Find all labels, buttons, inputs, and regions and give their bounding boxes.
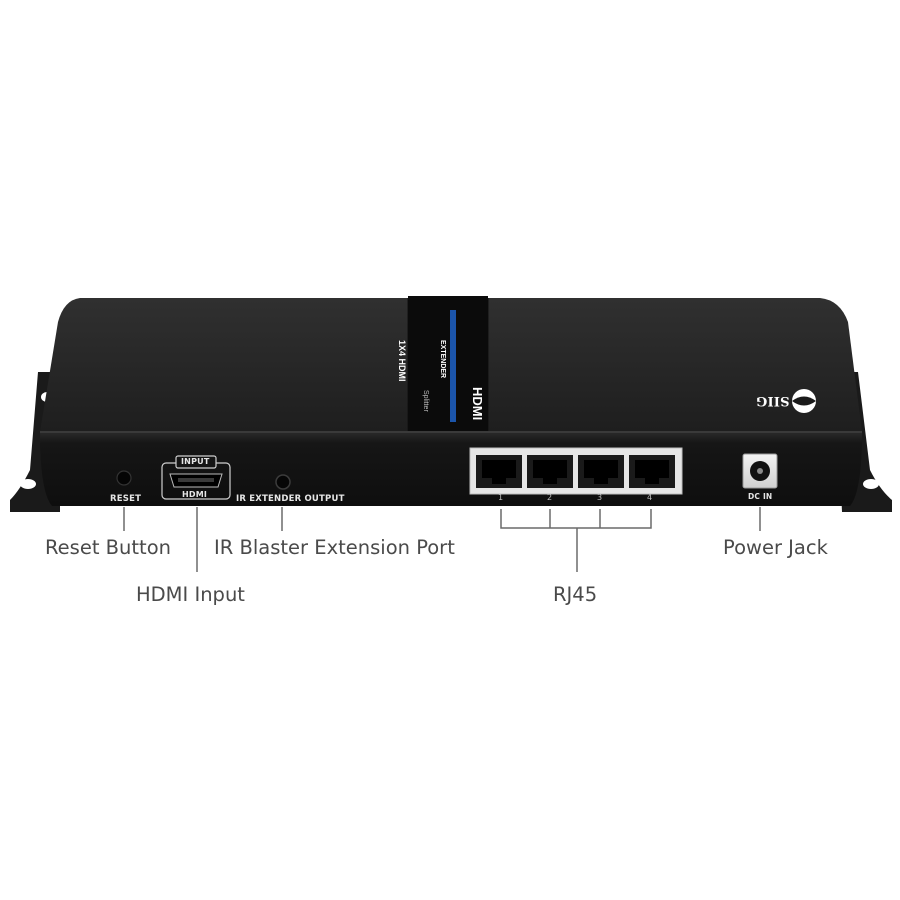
brand-logo-text: SIIG xyxy=(756,393,790,408)
hdmi-label: HDMI xyxy=(182,490,208,499)
input-label: INPUT xyxy=(181,457,210,466)
ir-extender-port xyxy=(275,474,291,490)
badge-subtitle: EXTENDER xyxy=(439,340,446,379)
rj45-port-block xyxy=(469,447,683,495)
leader-lines xyxy=(123,507,761,572)
hdmi-input-port xyxy=(161,455,231,500)
badge-hdmi-logo: HDMI xyxy=(470,387,485,421)
callout-ir-blaster-port: IR Blaster Extension Port xyxy=(214,536,455,559)
badge-small-text: Splitter xyxy=(422,390,429,412)
port-number-3: 3 xyxy=(597,493,603,502)
port-number-1: 1 xyxy=(498,493,504,502)
badge-model-text: 1X4 HDMI xyxy=(397,340,407,382)
rj45-port-2 xyxy=(527,455,573,488)
rj45-port-4 xyxy=(629,455,675,488)
ir-extender-output-label: IR EXTENDER OUTPUT xyxy=(236,494,345,504)
dc-power-jack xyxy=(742,453,778,489)
dc-in-label: DC IN xyxy=(748,492,773,501)
reset-button xyxy=(116,470,132,486)
reset-label: RESET xyxy=(110,494,142,504)
device-front-panel xyxy=(40,431,862,506)
rj45-port-3 xyxy=(578,455,624,488)
rj45-port-1 xyxy=(476,455,522,488)
port-number-2: 2 xyxy=(547,493,553,502)
callout-hdmi-input: HDMI Input xyxy=(136,583,245,606)
siig-logo-mark xyxy=(792,389,816,413)
callout-rj45: RJ45 xyxy=(553,583,598,606)
model-badge xyxy=(408,296,488,432)
callout-reset-button: Reset Button xyxy=(45,536,171,559)
port-number-4: 4 xyxy=(647,493,653,502)
callout-power-jack: Power Jack xyxy=(723,536,828,559)
